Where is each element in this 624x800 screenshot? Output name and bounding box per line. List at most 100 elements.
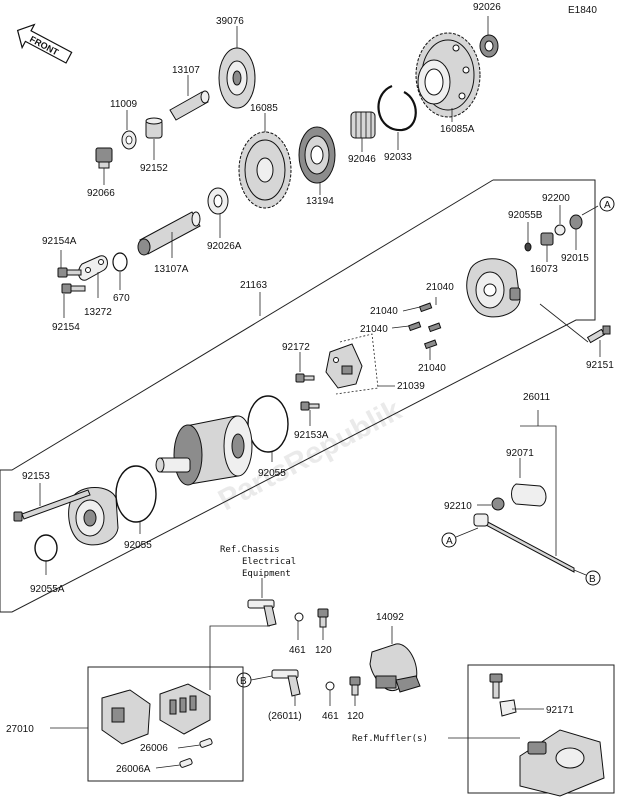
oring-92055-upper — [247, 395, 289, 453]
label-92055A: 92055A — [30, 584, 65, 595]
bushing-92152 — [145, 117, 163, 139]
relay-box-frame — [87, 666, 244, 782]
label-92033: 92033 — [384, 152, 412, 163]
label-92210: 92210 — [444, 501, 472, 512]
oring-92055A — [34, 534, 58, 562]
cap-92071 — [511, 483, 547, 507]
springs-21040 — [407, 302, 442, 350]
label-16073: 16073 — [530, 264, 558, 275]
label-16085A: 16085A — [440, 124, 475, 135]
front-cover — [68, 487, 119, 546]
nut-92015 — [569, 214, 583, 230]
screw-92171 — [489, 673, 517, 717]
label-92172: 92172 — [282, 342, 310, 353]
fuse-26006 — [199, 738, 213, 748]
motor-yoke — [155, 415, 253, 486]
label-92055-lower: 92055 — [124, 540, 152, 551]
label-26011-ref: (26011) — [268, 711, 302, 722]
relay-right — [159, 683, 211, 735]
shaft-13107 — [169, 90, 210, 121]
label-21040-d: 21040 — [418, 363, 446, 374]
muffler-frame — [467, 664, 615, 794]
label-92153A: 92153A — [294, 430, 329, 441]
marker-b-right — [585, 570, 601, 586]
bolt-92154 — [61, 283, 86, 294]
label-92055-upper: 92055 — [258, 468, 286, 479]
label-27010: 27010 — [6, 724, 34, 735]
gear-39076 — [218, 47, 256, 109]
relay-left — [101, 689, 151, 745]
label-13107A: 13107A — [154, 264, 189, 275]
label-26006A: 26006A — [116, 764, 151, 775]
label-92154: 92154 — [52, 322, 80, 333]
washer-92026A — [207, 187, 229, 215]
label-92066: 92066 — [87, 188, 115, 199]
cable-lead-upper — [247, 599, 277, 627]
ref-chassis-line1: Ref.Chassis — [220, 545, 280, 555]
label-14092: 14092 — [376, 612, 404, 623]
gear-16085A — [415, 32, 481, 118]
label-11009: 11009 — [110, 99, 138, 110]
label-92151: 92151 — [586, 360, 614, 371]
label-120-lower: 120 — [347, 711, 364, 722]
ref-muffler: Ref.Muffler(s) — [352, 734, 428, 744]
label-16085: 16085 — [250, 103, 278, 114]
ref-chassis-line3: Equipment — [242, 569, 291, 579]
label-92153: 92153 — [22, 471, 50, 482]
label-26011: 26011 — [523, 392, 551, 403]
label-92015: 92015 — [561, 253, 589, 264]
label-13194: 13194 — [306, 196, 334, 207]
oring-92055B — [524, 242, 532, 252]
label-13107: 13107 — [172, 65, 200, 76]
shaft-13107A — [137, 211, 201, 256]
fuse-26006A — [179, 758, 193, 768]
label-21163: 21163 — [240, 280, 268, 291]
washer-461-lower — [325, 681, 335, 691]
diagram-code: E1840 — [568, 5, 597, 16]
label-21040-a: 21040 — [370, 306, 398, 317]
bolt-120-lower — [349, 676, 361, 696]
screw-92172 — [295, 373, 315, 383]
label-13272: 13272 — [84, 307, 112, 318]
ref-chassis-line2: Electrical — [242, 557, 296, 567]
label-120-upper: 120 — [315, 645, 332, 656]
label-461-upper: 461 — [289, 645, 306, 656]
label-92026: 92026 — [473, 2, 501, 13]
clutch-13194 — [298, 126, 336, 184]
front-arrow-icon: FRONT — [16, 23, 73, 64]
end-cover-rear — [466, 258, 521, 318]
label-461-lower: 461 — [322, 711, 339, 722]
plug-92066 — [95, 147, 113, 169]
brush-holder-21039 — [325, 343, 363, 389]
label-92152: 92152 — [140, 163, 168, 174]
gear-16085 — [238, 131, 292, 209]
bolt-92154A — [57, 267, 82, 278]
nut-92210 — [491, 497, 505, 511]
nut-16073 — [540, 232, 554, 246]
label-39076: 39076 — [216, 16, 244, 27]
marker-b-right-label: B — [589, 574, 596, 585]
label-92154A: 92154A — [42, 236, 77, 247]
cable-26011 — [473, 513, 575, 573]
label-92171: 92171 — [546, 705, 574, 716]
label-92055B: 92055B — [508, 210, 543, 221]
marker-a-top — [599, 196, 615, 212]
label-92200: 92200 — [542, 193, 570, 204]
bolt-92151 — [586, 325, 611, 344]
label-21039: 21039 — [397, 381, 425, 392]
marker-a-lower-label: A — [446, 536, 453, 547]
marker-a-lower — [441, 532, 457, 548]
marker-a-top-label: A — [604, 200, 611, 211]
cable-lead-lower — [271, 669, 301, 697]
washer-461-upper — [294, 612, 304, 622]
washer-92200 — [554, 224, 566, 236]
washer-11009 — [121, 130, 137, 150]
label-92026A: 92026A — [207, 241, 242, 252]
muffler-part — [519, 729, 605, 797]
label-26006: 26006 — [140, 743, 168, 754]
oring-670 — [112, 252, 128, 272]
bolt-120-upper — [317, 608, 329, 628]
label-92046: 92046 — [348, 154, 376, 165]
seal-92026 — [479, 34, 499, 58]
